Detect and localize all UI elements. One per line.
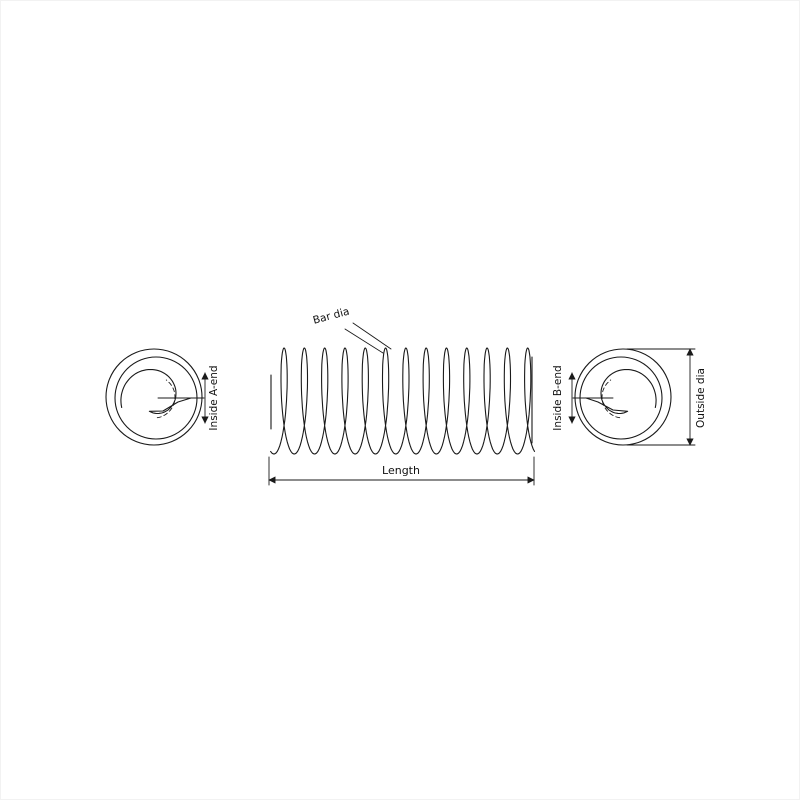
bar-dia-leader-line-1	[344, 328, 384, 354]
end-view-a-spiral	[120, 368, 192, 415]
label-outside-dia: Outside dia	[695, 368, 707, 428]
outside-dia-dimension: Outside dia	[626, 348, 707, 446]
bar-dia-callout: Bar dia	[312, 305, 392, 354]
side-view: Bar dia Length	[268, 305, 536, 486]
bar-dia-leader-line-2	[352, 322, 392, 350]
end-view-a: Inside A-end	[105, 348, 220, 446]
length-dimension: Length	[268, 456, 535, 486]
label-length: Length	[382, 464, 420, 477]
label-inside-b-end: Inside B-end	[552, 365, 564, 430]
end-view-a-outer-circle	[105, 348, 203, 446]
end-view-b-spiral	[585, 368, 657, 415]
label-bar-dia: Bar dia	[312, 305, 351, 326]
end-view-b-hidden-arc	[601, 379, 621, 419]
end-view-b: Inside B-end Outside dia	[552, 348, 707, 446]
end-view-a-hidden-arc	[156, 379, 176, 419]
label-inside-a-end: Inside A-end	[208, 365, 220, 430]
end-view-b-outer-circle	[574, 348, 672, 446]
coil-spring-side-view	[270, 347, 536, 455]
